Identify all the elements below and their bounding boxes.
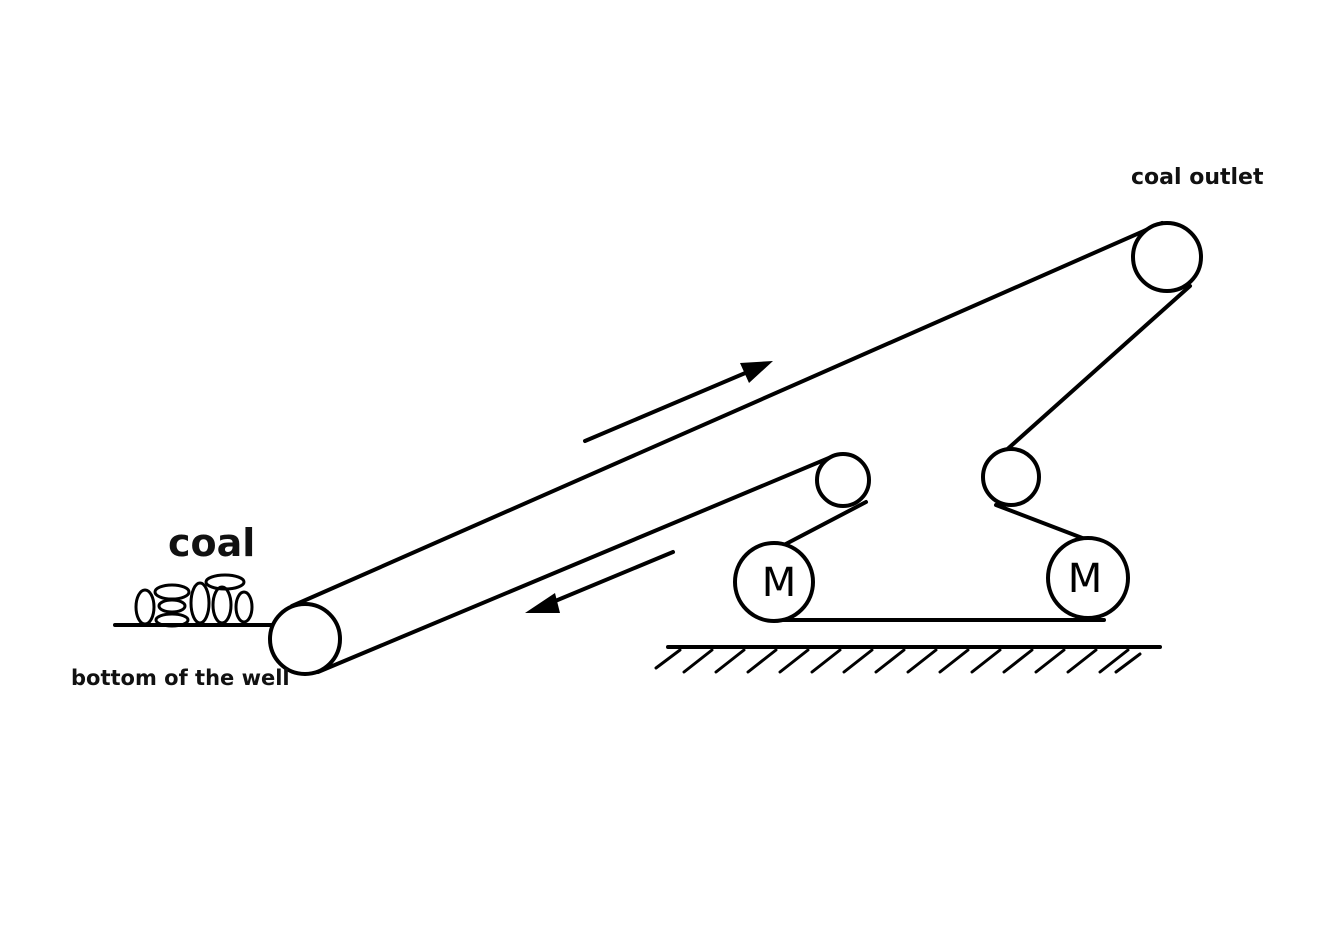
arrow-up-direction [583,361,773,443]
tail-pulley [268,602,342,676]
ground [654,645,1162,674]
coal-pile [134,573,254,628]
right-motor-label: M [1068,556,1103,602]
ground-hatching [654,648,1142,674]
belt-upper-run [290,221,1164,608]
coal-outlet-label: coal outlet [1131,165,1264,190]
head-pulley [1131,221,1203,293]
left-idler-pulley [815,452,871,508]
coal-label: coal [168,521,255,565]
belt-outlet-to-idler [991,284,1192,464]
left-motor: M [733,541,815,623]
right-idler-pulley [981,447,1041,507]
belt-left-idler-to-motor [780,500,868,548]
left-motor-label: M [762,560,797,606]
belt-lower-run [316,453,838,674]
arrow-down-direction [525,550,675,613]
right-motor: M [1046,536,1130,620]
bottom-of-well-label: bottom of the well [71,666,290,690]
